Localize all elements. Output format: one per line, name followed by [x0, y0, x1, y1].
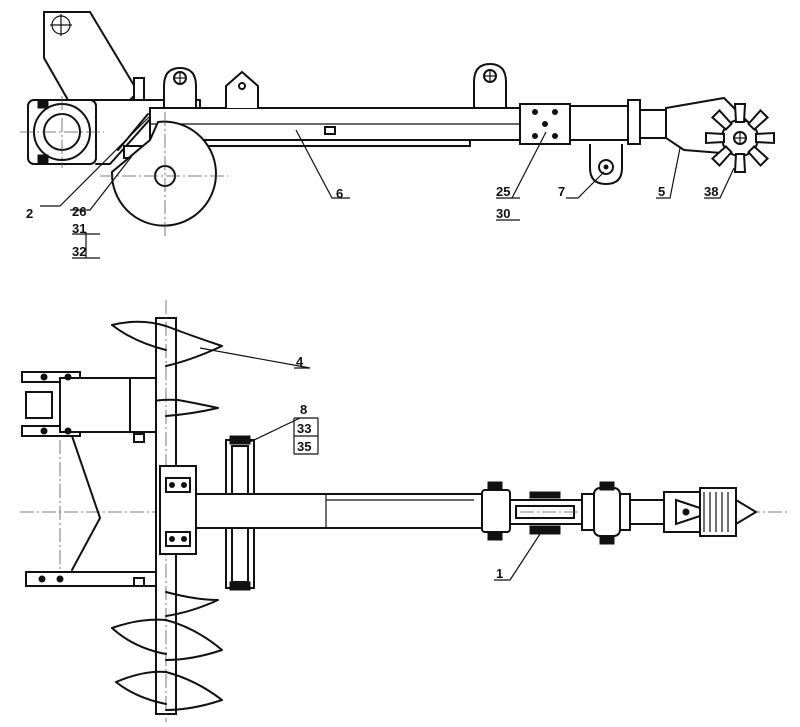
label-26: 26 — [72, 204, 86, 219]
outer-tube — [569, 105, 629, 141]
beam-bracket — [225, 70, 259, 108]
label-38: 38 — [704, 184, 718, 199]
beam-lower-rail — [189, 139, 471, 147]
label-30: 30 — [496, 206, 510, 221]
label-1: 1 — [496, 566, 503, 581]
beam-lug-2 — [473, 62, 507, 109]
gauge-wheel — [110, 120, 217, 227]
label-6: 6 — [336, 186, 343, 201]
label-35: 35 — [297, 439, 311, 454]
leader-lines — [40, 115, 735, 581]
label-4: 4 — [296, 354, 304, 369]
telescopic-link — [509, 491, 583, 535]
label-31: 31 — [72, 221, 86, 236]
label-5: 5 — [658, 184, 665, 199]
label-32: 32 — [72, 244, 86, 259]
end-fork — [663, 487, 758, 537]
bottom-pivot — [589, 144, 623, 186]
hitch-frame — [21, 371, 157, 587]
label-8: 8 — [300, 402, 307, 417]
beam-lug-1 — [163, 66, 197, 109]
auger-flights-bottom — [111, 591, 223, 711]
label-7: 7 — [558, 184, 565, 199]
beam-plan — [195, 493, 483, 529]
plan-view — [20, 300, 790, 722]
right-block — [581, 481, 665, 545]
part-labels: 2 26 31 32 6 25 30 7 5 38 4 8 33 35 1 — [26, 184, 718, 581]
joint-block — [481, 481, 511, 541]
label-25: 25 — [496, 184, 510, 199]
label-2: 2 — [26, 206, 33, 221]
star-wheel — [705, 103, 775, 173]
side-view — [20, 11, 775, 236]
label-33: 33 — [297, 421, 311, 436]
bearing-housing — [159, 465, 197, 555]
